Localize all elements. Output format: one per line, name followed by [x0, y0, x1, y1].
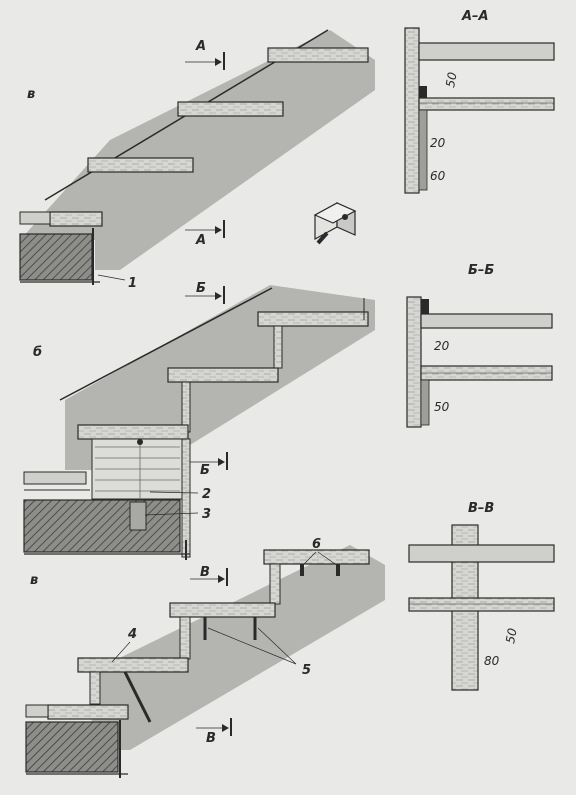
panel-b-stair: б Б Б 2 3	[23, 281, 375, 560]
section-a-marker-top: А	[195, 39, 206, 54]
dim-bb-20: 20	[434, 339, 450, 353]
dim-aa-20: 20	[430, 136, 446, 150]
section-aa: А–А 50 20 60	[404, 9, 555, 194]
dim-aa-60: 60	[430, 169, 446, 183]
callout-2: 2	[202, 487, 211, 502]
callout-1: 1	[128, 276, 137, 291]
dim-vv-80: 80	[484, 654, 500, 668]
bracket-icon	[313, 201, 357, 245]
panel-b-label: б	[33, 345, 42, 360]
callout-4: 4	[127, 627, 137, 642]
dim-aa-50: 50	[443, 71, 460, 89]
panel-a-stair: в А А 1	[19, 29, 375, 291]
section-v-marker-top: В	[200, 565, 210, 580]
section-vv: В–В 50 80	[408, 501, 555, 691]
callout-6: 6	[312, 537, 321, 552]
dim-bb-50: 50	[434, 400, 450, 414]
panel-a-label: в	[27, 87, 35, 102]
section-aa-title: А–А	[461, 9, 489, 24]
section-bb-title: Б–Б	[468, 263, 494, 278]
callout-5: 5	[302, 663, 311, 678]
section-a-marker-bottom: А	[195, 233, 206, 248]
section-b-marker-top: Б	[196, 281, 206, 296]
section-vv-title: В–В	[468, 501, 494, 516]
dim-vv-50: 50	[503, 627, 520, 645]
callout-3: 3	[202, 507, 211, 522]
panel-c-stair: в В В 4 5 6	[25, 537, 385, 778]
section-bb: Б–Б 20 50	[406, 263, 553, 428]
panel-c-label: в	[30, 573, 38, 588]
section-v-marker-bottom: В	[206, 731, 216, 746]
section-b-marker-bottom: Б	[200, 463, 210, 478]
